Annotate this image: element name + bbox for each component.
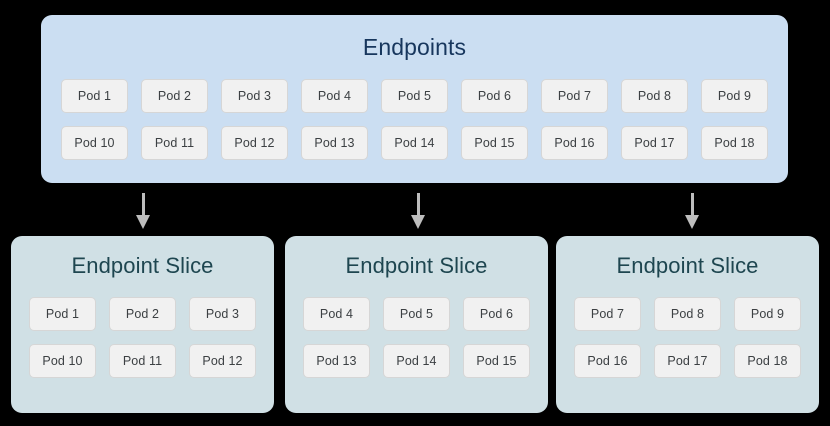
pod-chip[interactable]: Pod 14 (381, 126, 448, 160)
pod-chip[interactable]: Pod 16 (574, 344, 641, 378)
endpoint-slice-container-1: Endpoint Slice Pod 1 Pod 2 Pod 3 Pod 10 … (11, 236, 274, 413)
pod-chip[interactable]: Pod 2 (141, 79, 208, 113)
endpoint-slice-container-3: Endpoint Slice Pod 7 Pod 8 Pod 9 Pod 16 … (556, 236, 819, 413)
pod-chip[interactable]: Pod 1 (29, 297, 96, 331)
pod-chip[interactable]: Pod 6 (461, 79, 528, 113)
pod-chip[interactable]: Pod 15 (461, 126, 528, 160)
pod-chip[interactable]: Pod 4 (303, 297, 370, 331)
pod-chip[interactable]: Pod 7 (574, 297, 641, 331)
pod-chip[interactable]: Pod 12 (221, 126, 288, 160)
pod-chip[interactable]: Pod 4 (301, 79, 368, 113)
endpoint-slice-pod-row: Pod 10 Pod 11 Pod 12 (11, 344, 274, 378)
endpoint-slice-pod-row: Pod 7 Pod 8 Pod 9 (556, 297, 819, 331)
endpoints-pod-grid: Pod 1 Pod 2 Pod 3 Pod 4 Pod 5 Pod 6 Pod … (41, 79, 788, 160)
arrow-shaft (691, 193, 694, 217)
pod-chip[interactable]: Pod 15 (463, 344, 530, 378)
endpoints-title: Endpoints (362, 34, 467, 60)
pod-chip[interactable]: Pod 17 (654, 344, 721, 378)
endpoints-container: Endpoints Pod 1 Pod 2 Pod 3 Pod 4 Pod 5 … (41, 15, 788, 183)
pod-chip[interactable]: Pod 8 (654, 297, 721, 331)
arrow-head (136, 215, 150, 229)
pod-chip[interactable]: Pod 7 (541, 79, 608, 113)
pod-chip[interactable]: Pod 18 (701, 126, 768, 160)
arrow-head (685, 215, 699, 229)
arrow-shaft (142, 193, 145, 217)
endpoint-slice-container-2: Endpoint Slice Pod 4 Pod 5 Pod 6 Pod 13 … (285, 236, 548, 413)
pod-chip[interactable]: Pod 13 (301, 126, 368, 160)
pod-chip[interactable]: Pod 18 (734, 344, 801, 378)
endpoint-slice-pod-row: Pod 13 Pod 14 Pod 15 (285, 344, 548, 378)
endpoints-pod-row: Pod 10 Pod 11 Pod 12 Pod 13 Pod 14 Pod 1… (41, 126, 788, 160)
endpoint-slice-pod-row: Pod 1 Pod 2 Pod 3 (11, 297, 274, 331)
pod-chip[interactable]: Pod 9 (734, 297, 801, 331)
pod-chip[interactable]: Pod 2 (109, 297, 176, 331)
endpoint-slice-pod-row: Pod 16 Pod 17 Pod 18 (556, 344, 819, 378)
pod-chip[interactable]: Pod 16 (541, 126, 608, 160)
endpoint-slice-pod-grid: Pod 1 Pod 2 Pod 3 Pod 10 Pod 11 Pod 12 (11, 297, 274, 378)
pod-chip[interactable]: Pod 17 (621, 126, 688, 160)
pod-chip[interactable]: Pod 3 (189, 297, 256, 331)
endpoint-slice-pod-row: Pod 4 Pod 5 Pod 6 (285, 297, 548, 331)
endpoint-slice-title: Endpoint Slice (71, 253, 214, 278)
pod-chip[interactable]: Pod 11 (109, 344, 176, 378)
pod-chip[interactable]: Pod 5 (381, 79, 448, 113)
arrow-down-icon-3 (685, 193, 699, 229)
pod-chip[interactable]: Pod 12 (189, 344, 256, 378)
endpoint-slice-title: Endpoint Slice (345, 253, 488, 278)
pod-chip[interactable]: Pod 8 (621, 79, 688, 113)
arrow-shaft (417, 193, 420, 217)
endpoint-slice-title: Endpoint Slice (616, 253, 759, 278)
endpoints-pod-row: Pod 1 Pod 2 Pod 3 Pod 4 Pod 5 Pod 6 Pod … (41, 79, 788, 113)
arrow-head (411, 215, 425, 229)
arrow-down-icon-1 (136, 193, 150, 229)
pod-chip[interactable]: Pod 9 (701, 79, 768, 113)
pod-chip[interactable]: Pod 3 (221, 79, 288, 113)
pod-chip[interactable]: Pod 10 (29, 344, 96, 378)
pod-chip[interactable]: Pod 10 (61, 126, 128, 160)
endpoint-slice-pod-grid: Pod 4 Pod 5 Pod 6 Pod 13 Pod 14 Pod 15 (285, 297, 548, 378)
pod-chip[interactable]: Pod 14 (383, 344, 450, 378)
arrow-down-icon-2 (411, 193, 425, 229)
pod-chip[interactable]: Pod 1 (61, 79, 128, 113)
pod-chip[interactable]: Pod 5 (383, 297, 450, 331)
endpoint-slice-pod-grid: Pod 7 Pod 8 Pod 9 Pod 16 Pod 17 Pod 18 (556, 297, 819, 378)
pod-chip[interactable]: Pod 11 (141, 126, 208, 160)
pod-chip[interactable]: Pod 13 (303, 344, 370, 378)
pod-chip[interactable]: Pod 6 (463, 297, 530, 331)
